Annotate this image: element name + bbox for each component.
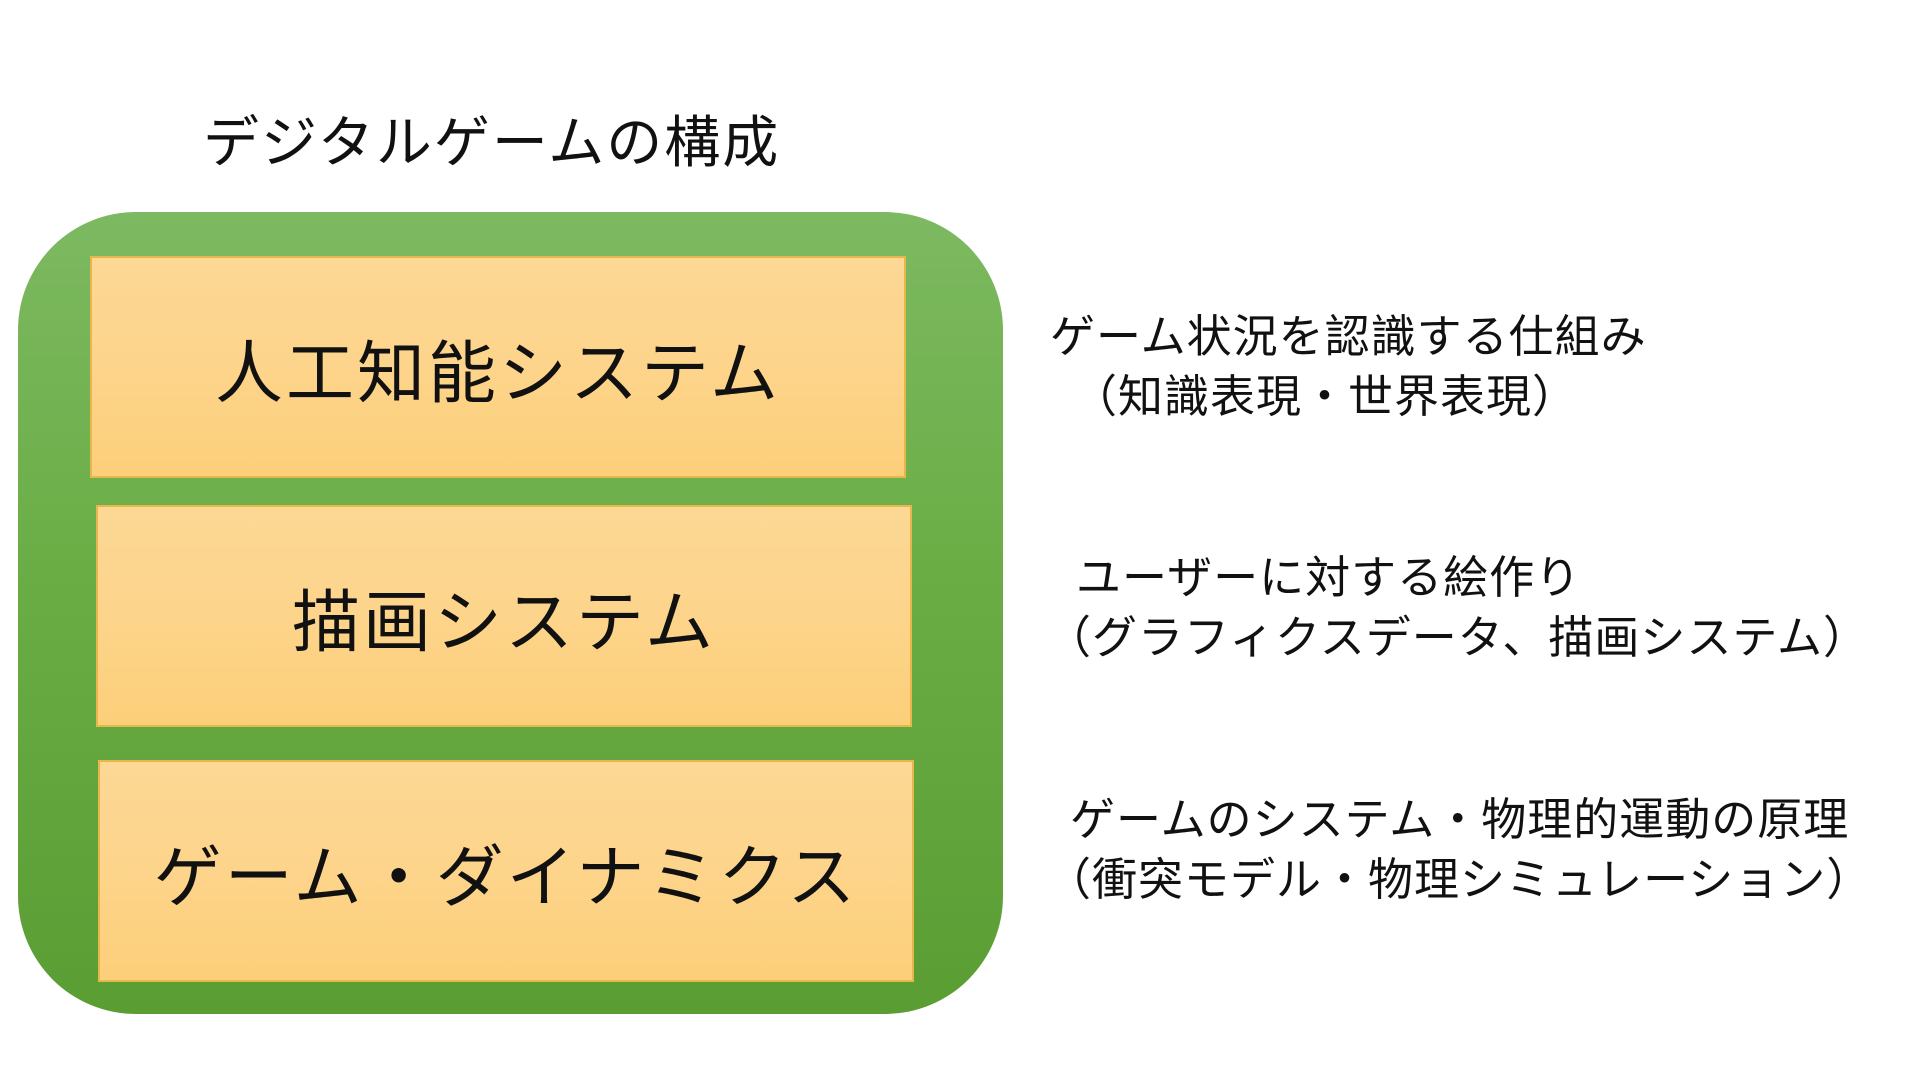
layer-ai-system: 人工知能システム xyxy=(90,256,906,478)
description-line: （知識表現・世界表現） xyxy=(1072,370,1579,423)
description-line: ユーザーに対する絵作り xyxy=(1076,551,1582,604)
layer-rendering-system: 描画システム xyxy=(96,505,912,727)
description-ai-system: ゲーム状況を認識する仕組み （知識表現・世界表現） xyxy=(1050,307,1647,427)
description-line: ゲームのシステム・物理的運動の原理 xyxy=(1070,793,1850,846)
diagram-title: デジタルゲームの構成 xyxy=(203,111,781,176)
description-line: （グラフィクスデータ、描画システム） xyxy=(1046,611,1870,664)
description-line: （衝突モデル・物理シミュレーション） xyxy=(1046,853,1873,906)
layer-game-dynamics: ゲーム・ダイナミクス xyxy=(98,760,914,982)
description-line: ゲーム状況を認識する仕組み xyxy=(1050,310,1647,363)
description-rendering-system: ユーザーに対する絵作り （グラフィクスデータ、描画システム） xyxy=(1046,548,1869,668)
description-game-dynamics: ゲームのシステム・物理的運動の原理 （衝突モデル・物理シミュレーション） xyxy=(1046,790,1872,910)
